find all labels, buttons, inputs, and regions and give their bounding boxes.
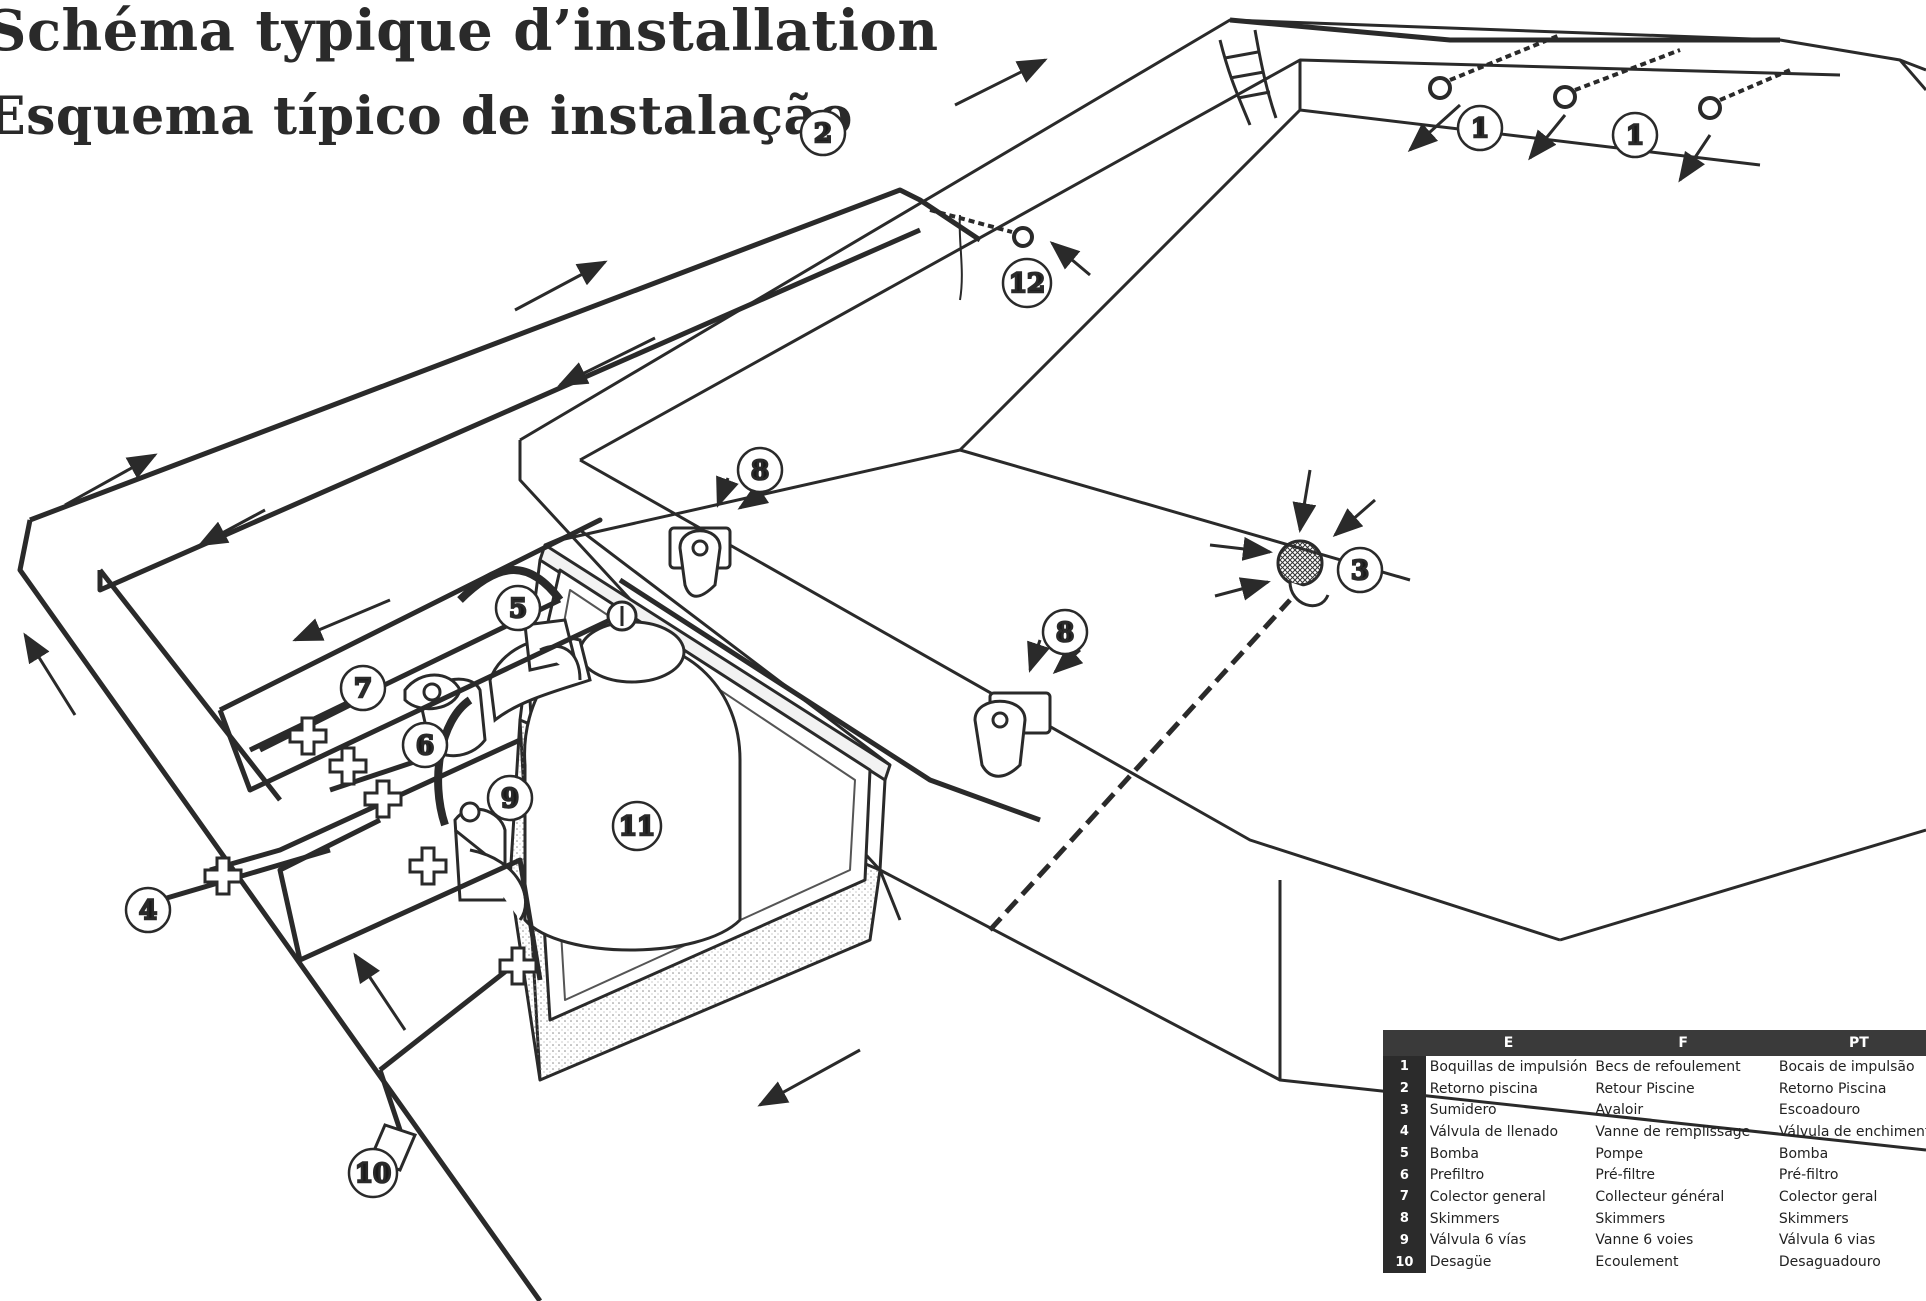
legend-header-pt: PT bbox=[1774, 1030, 1926, 1056]
callout-4-circle bbox=[124, 886, 172, 934]
legend-cell-e: Sumidero bbox=[1429, 1102, 1497, 1119]
legend-cell-e: Prefiltro bbox=[1429, 1167, 1485, 1184]
legend-cell-f: Skimmers bbox=[1595, 1210, 1666, 1227]
callout-9: 9 bbox=[501, 784, 519, 814]
legend-cell-f: Retour Piscine bbox=[1595, 1080, 1695, 1097]
legend-cell-e: Skimmers bbox=[1429, 1210, 1500, 1227]
flow-arrows bbox=[23, 58, 1712, 1107]
legend-cell-num: 7 bbox=[1383, 1186, 1426, 1208]
callout-8a-circle bbox=[736, 446, 784, 494]
legend-cell-e: Retorno piscina bbox=[1429, 1080, 1539, 1097]
legend-cell-pt: Desaguadouro bbox=[1778, 1254, 1881, 1271]
legend-cell-pt: Bomba bbox=[1778, 1145, 1829, 1162]
legend-cell-f: Becs de refoulement bbox=[1595, 1058, 1741, 1075]
legend-cell-f: Pompe bbox=[1595, 1145, 1644, 1162]
callout-2: 2 bbox=[814, 119, 832, 149]
return-nozzles bbox=[1428, 33, 1791, 120]
callout-4: 4 bbox=[139, 896, 157, 926]
legend-cell-num: 2 bbox=[1383, 1077, 1426, 1100]
legend-cell-num: 3 bbox=[1383, 1099, 1426, 1122]
callouts: 1 1 2 3 4 5 6 7 8 8 9 10 11 12 bbox=[124, 104, 1659, 1199]
legend-cell-num: 8 bbox=[1383, 1207, 1426, 1230]
ladder bbox=[1218, 29, 1278, 126]
legend-cell-f: Vanne 6 voies bbox=[1595, 1232, 1694, 1249]
legend-cell-e: Válvula de llenado bbox=[1429, 1123, 1559, 1140]
legend-cell-e: Boquillas de impulsión bbox=[1429, 1058, 1588, 1075]
legend-cell-num: 9 bbox=[1383, 1229, 1426, 1252]
legend-header-row: E F PT bbox=[1383, 1030, 1926, 1056]
callout-6-circle bbox=[401, 721, 449, 769]
callout-8b-circle bbox=[1041, 608, 1089, 656]
callout-12: 12 bbox=[1009, 269, 1045, 299]
callout-1a: 1 bbox=[1471, 114, 1489, 144]
legend-cell-num: 4 bbox=[1383, 1121, 1426, 1143]
sand-filter bbox=[523, 600, 742, 952]
skimmer-2 bbox=[973, 691, 1052, 778]
callout-8a: 8 bbox=[751, 456, 769, 486]
legend-cell-f: Collecteur général bbox=[1595, 1188, 1725, 1205]
legend-cell-num: 10 bbox=[1383, 1251, 1426, 1273]
legend-cell-num: 1 bbox=[1383, 1056, 1426, 1078]
legend-cell-pt: Colector geral bbox=[1778, 1188, 1878, 1205]
legend-header-f: F bbox=[1591, 1030, 1775, 1056]
legend-cell-e: Válvula 6 vías bbox=[1429, 1232, 1527, 1249]
legend-cell-pt: Escoadouro bbox=[1778, 1102, 1861, 1119]
legend-cell-pt: Válvula 6 vias bbox=[1778, 1232, 1876, 1249]
legend-cell-num: 6 bbox=[1383, 1164, 1426, 1187]
title-portuguese: Esquema típico de instalação bbox=[0, 86, 853, 147]
legend-cell-e: Desagüe bbox=[1429, 1254, 1492, 1271]
callout-8b: 8 bbox=[1056, 618, 1074, 648]
callout-9-circle bbox=[486, 774, 534, 822]
callout-5: 5 bbox=[509, 594, 527, 624]
callout-11: 11 bbox=[619, 812, 655, 842]
legend-cell-pt: Válvula de enchimento bbox=[1778, 1123, 1926, 1140]
legend-cell-f: Avaloir bbox=[1595, 1102, 1644, 1119]
legend-cell-pt: Bocais de impulsão bbox=[1778, 1058, 1915, 1075]
callout-7-circle bbox=[339, 664, 387, 712]
fill-inlet bbox=[929, 208, 1034, 301]
title-french: Schéma typique d’installation bbox=[0, 0, 939, 64]
legend-cell-f: Vanne de remplissage bbox=[1595, 1123, 1751, 1140]
callout-6: 6 bbox=[416, 731, 434, 761]
callout-3: 3 bbox=[1351, 556, 1369, 586]
callout-1b: 1 bbox=[1626, 121, 1644, 151]
legend-cell-pt: Retorno Piscina bbox=[1778, 1080, 1887, 1097]
callout-3-circle bbox=[1336, 546, 1384, 594]
callout-1a-circle bbox=[1456, 104, 1504, 152]
callout-10-circle bbox=[347, 1147, 399, 1199]
sump bbox=[1276, 539, 1330, 608]
skimmer-1 bbox=[668, 526, 732, 598]
legend-cell-num: 5 bbox=[1383, 1142, 1426, 1165]
legend-cell-e: Colector general bbox=[1429, 1188, 1546, 1205]
legend-cell-f: Pré-filtre bbox=[1595, 1167, 1655, 1184]
callout-2-circle bbox=[799, 109, 847, 157]
pipe-fittings bbox=[203, 716, 538, 986]
legend-cell-e: Bomba bbox=[1429, 1145, 1480, 1162]
callout-11-circle bbox=[611, 800, 663, 852]
legend-cell-f: Ecoulement bbox=[1595, 1254, 1679, 1271]
callout-12-circle bbox=[1001, 257, 1053, 309]
legend-cell-pt: Skimmers bbox=[1778, 1210, 1849, 1227]
callout-7: 7 bbox=[354, 674, 372, 704]
callout-5-circle bbox=[494, 584, 542, 632]
callout-1b-circle bbox=[1611, 111, 1659, 159]
legend-header-num bbox=[1383, 1030, 1426, 1056]
main-drain-line bbox=[988, 598, 1292, 932]
callout-10: 10 bbox=[355, 1159, 391, 1189]
legend-header-e: E bbox=[1425, 1030, 1592, 1056]
legend-cell-pt: Pré-filtro bbox=[1778, 1167, 1839, 1184]
